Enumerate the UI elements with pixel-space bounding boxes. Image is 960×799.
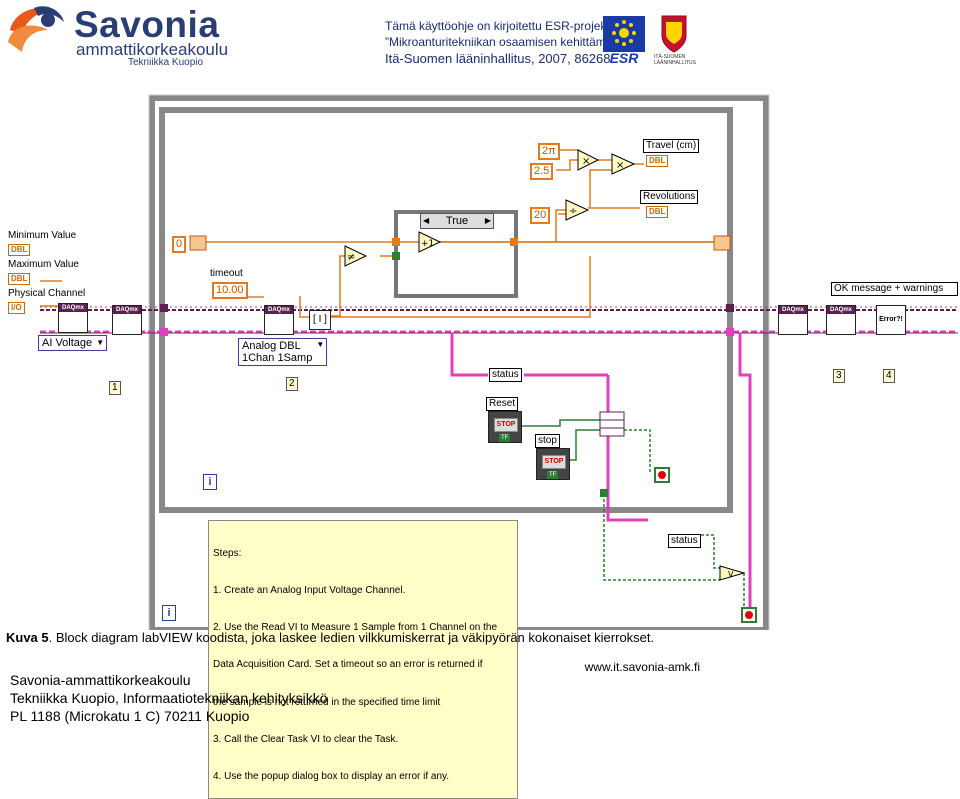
footer-line-2: Tekniikka Kuopio, Informaatiotekniikan k… [10, 690, 328, 706]
error-dialog-text: Error?! [879, 316, 903, 323]
index-array-node: [ I ] [309, 310, 331, 330]
case-selector-left-arrow[interactable]: ◀ [423, 216, 430, 225]
multiply-node-2 [611, 153, 636, 175]
max-value-label: Maximum Value [6, 259, 81, 271]
province-label: ITÄ-SUOMEN LÄÄNINHALLITUS [654, 54, 696, 66]
esr-logo: ESR [603, 16, 645, 66]
twenty-constant[interactable]: 20 [530, 207, 551, 224]
reset-button-tf: TF [499, 434, 511, 442]
province-crest: ITÄ-SUOMEN LÄÄNINHALLITUS [654, 14, 696, 66]
status-unbundle-1: status [489, 368, 522, 382]
daqmx-read-vi[interactable]: DAQmx [264, 305, 294, 335]
block-diagram: × × ÷ ≠ +1 V [40, 94, 958, 630]
reset-button[interactable]: STOP TF [488, 411, 522, 443]
svg-text:÷: ÷ [569, 206, 577, 217]
case-structure [394, 210, 518, 298]
steps-line-6: 4. Use the popup dialog box to display a… [213, 771, 450, 783]
daqmx-label-2: DAQmx [113, 306, 141, 314]
timeout-label: timeout [208, 268, 245, 280]
analog-dbl-line2: 1Chan 1Samp [242, 352, 313, 364]
min-value-label: Minimum Value [6, 230, 79, 242]
physical-channel-label: Physical Channel [6, 288, 88, 300]
steps-line-1: 1. Create an Analog Input Voltage Channe… [213, 585, 406, 597]
stop-label: stop [535, 434, 560, 448]
info-icon-outer[interactable]: i [162, 605, 176, 621]
divide-node [565, 199, 590, 221]
daqmx-create-channel-vi[interactable]: DAQmx [58, 303, 88, 333]
stop-button-tf: TF [547, 471, 559, 479]
unbundle-node [599, 411, 625, 437]
footer-url[interactable]: www.it.savonia-amk.fi [584, 660, 700, 674]
steps-line-2: 2. Use the Read VI to Measure 1 Sample f… [213, 622, 498, 634]
footer-line-1: Savonia-ammattikorkeakoulu [10, 672, 191, 688]
case-selector-value: True [445, 215, 469, 227]
physical-channel-terminal[interactable]: I/O [8, 302, 25, 314]
project-line-1: Tämä käyttöohje on kirjoitettu ESR-proje… [385, 19, 632, 33]
not-equal-node [344, 245, 368, 267]
svg-text:×: × [582, 156, 590, 167]
info-icon-inner[interactable]: i [203, 474, 217, 490]
case-selector-right-arrow[interactable]: ▶ [484, 216, 491, 225]
svg-text:+1: +1 [421, 239, 434, 249]
svg-text:≠: ≠ [347, 252, 355, 263]
logo-name: Savonia [74, 4, 220, 45]
max-value-terminal[interactable]: DBL [8, 273, 31, 285]
increment-node [418, 231, 442, 253]
steps-line-3: Data Acquisition Card. Set a timeout so … [213, 659, 483, 671]
analog-dbl-line1: Analog DBL [242, 340, 301, 352]
ai-voltage-selector[interactable]: AI Voltage [38, 335, 108, 351]
zero-constant[interactable]: 0 [172, 236, 187, 253]
revolutions-label: Revolutions [640, 190, 699, 204]
shift-register-right [713, 235, 731, 251]
shift-register-left [189, 235, 207, 251]
project-line-2: ”Mikroanturitekniikan osaamisen kehittäm… [385, 35, 633, 49]
daqmx-start-vi[interactable]: DAQmx [112, 305, 142, 335]
footer-line-3: PL 1188 (Microkatu 1 C) 70211 Kuopio [10, 708, 250, 724]
outer-while-loop [149, 95, 769, 630]
case-selector[interactable]: ◀ True ▶ [420, 213, 494, 229]
two-pi-constant[interactable]: 2π [538, 143, 560, 160]
daqmx-label-5: DAQmx [827, 306, 855, 314]
travel-label: Travel (cm) [643, 139, 700, 153]
savonia-logo: Savonia ammattikorkeakoulu Tekniikka Kuo… [4, 2, 230, 68]
project-line-3: Itä-Suomen lääninhallitus, 2007, 86268 [385, 51, 611, 66]
steps-line-5: 3. Call the Clear Task VI to clear the T… [213, 733, 399, 745]
daqmx-label-1: DAQmx [59, 304, 87, 312]
caption-text: . Block diagram labVIEW koodista, joka l… [48, 630, 655, 645]
step-tag-4: 4 [883, 369, 895, 383]
logo-campus: Tekniikka Kuopio [128, 57, 204, 68]
svg-text:V: V [728, 570, 734, 579]
step-tag-1: 1 [109, 381, 121, 395]
or-node [719, 565, 746, 581]
steps-line-4: the sample is not returned in the specif… [213, 696, 441, 708]
revolutions-indicator: DBL [646, 206, 669, 218]
step-tag-3: 3 [833, 369, 845, 383]
esr-label: ESR [609, 50, 639, 66]
daqmx-label-3: DAQmx [265, 306, 293, 314]
travel-indicator: DBL [646, 155, 669, 167]
timeout-constant[interactable]: 10.00 [212, 282, 248, 299]
error-dialog-vi[interactable]: Error?! [876, 305, 906, 335]
two-five-constant[interactable]: 2.5 [530, 163, 554, 180]
steps-title: Steps: [213, 547, 242, 559]
reset-label: Reset [486, 397, 519, 411]
daqmx-clear-vi[interactable]: DAQmx [826, 305, 856, 335]
analog-dbl-selector[interactable]: Analog DBL 1Chan 1Samp [238, 338, 328, 366]
daqmx-stop-vi[interactable]: DAQmx [778, 305, 808, 335]
figure-caption: Kuva 5. Block diagram labVIEW koodista, … [6, 630, 654, 645]
reset-button-face: STOP [494, 418, 518, 432]
multiply-node-1 [577, 149, 600, 171]
logo-subtitle: ammattikorkeakoulu [76, 40, 229, 59]
min-value-terminal[interactable]: DBL [8, 244, 31, 256]
svg-text:×: × [616, 160, 624, 171]
stop-button-face: STOP [542, 455, 566, 469]
error-message-selector[interactable]: OK message + warnings [831, 282, 959, 296]
caption-label: Kuva 5 [6, 630, 49, 645]
daqmx-label-4: DAQmx [779, 306, 807, 314]
stop-button[interactable]: STOP TF [536, 448, 570, 480]
status-unbundle-2: status [668, 534, 701, 548]
savonia-logo-mark [8, 6, 64, 52]
steps-comment: Steps: 1. Create an Analog Input Voltage… [208, 520, 518, 799]
step-tag-2: 2 [286, 377, 298, 391]
